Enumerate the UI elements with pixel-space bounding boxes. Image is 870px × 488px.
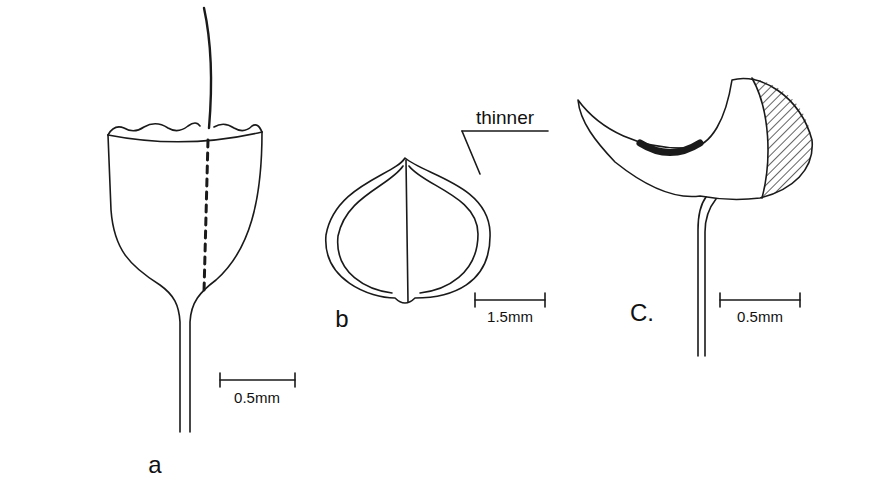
scale-bar (475, 293, 545, 307)
bract-figure (326, 158, 490, 303)
scale-label: 0.5mm (234, 390, 280, 407)
scale-label: 0.5mm (737, 309, 783, 326)
leader-line (462, 131, 548, 174)
figure-letter: b (335, 306, 348, 332)
scale-label: 1.5mm (487, 309, 533, 326)
figure-letter: a (148, 452, 161, 478)
petal-figure (578, 78, 812, 356)
figure-letter: C. (630, 300, 654, 326)
scale-bar (720, 293, 800, 307)
scale-bar (220, 373, 295, 387)
part-note: thinner (476, 108, 534, 129)
cup-figure (108, 8, 262, 432)
